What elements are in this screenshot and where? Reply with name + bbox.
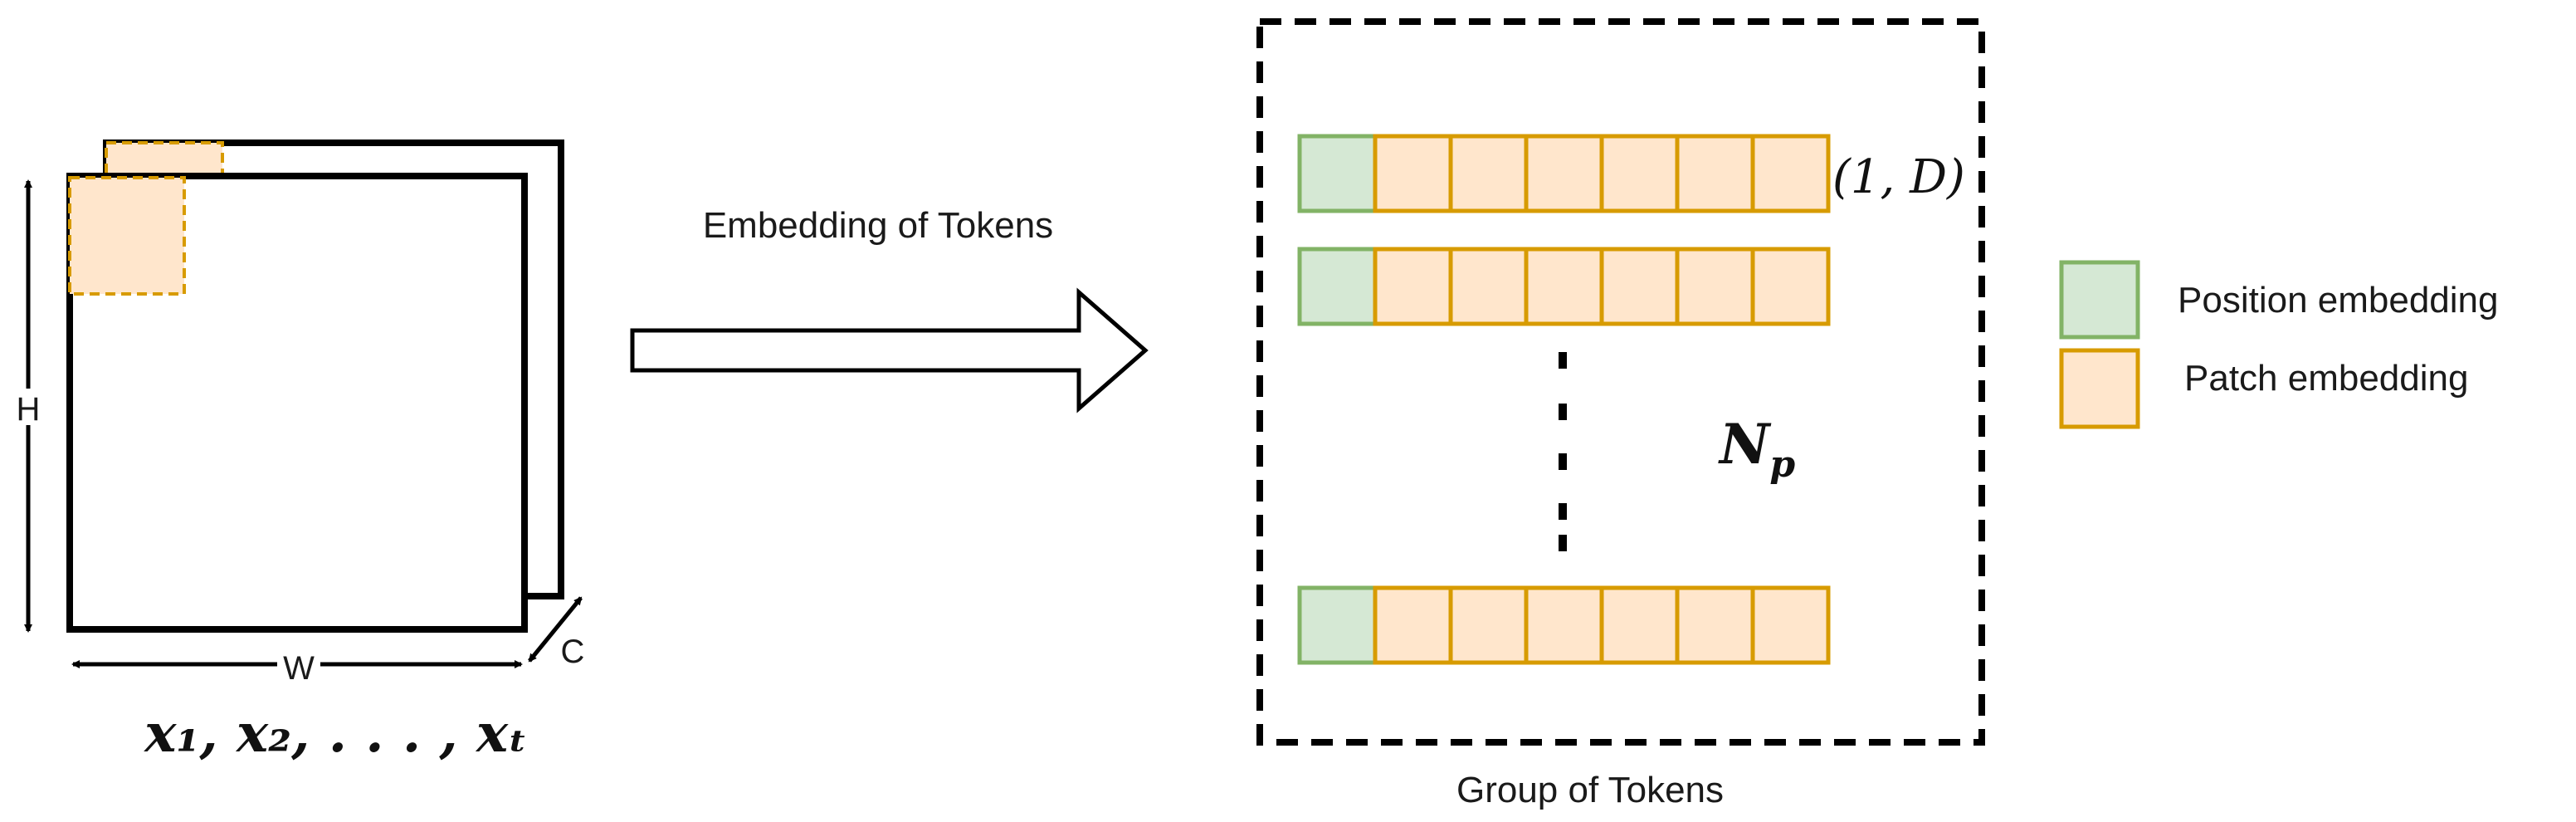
patch-embedding-cell [1599, 585, 1680, 665]
patch-embedding-cell [1675, 134, 1755, 213]
embedding-caption: Embedding of Tokens [703, 205, 1053, 246]
height-label: H [17, 391, 41, 428]
patch-embedding-cell [1373, 134, 1453, 213]
image-stack [66, 139, 564, 633]
token-group-box [1256, 18, 1985, 746]
patch-embedding-cell [1448, 134, 1529, 213]
image-patch-front [68, 176, 186, 296]
token-row [1297, 134, 1831, 213]
patch-embedding-cell [1524, 134, 1604, 213]
embedding-arrow [630, 287, 1149, 413]
patch-embedding-cell [1524, 247, 1604, 326]
patch-embedding-cell [1373, 585, 1453, 665]
channel-arrow [528, 596, 583, 663]
legend-label-patch: Patch embedding [2184, 358, 2468, 399]
group-caption: Group of Tokens [1456, 770, 1724, 810]
legend: Position embedding Patch embedding [2059, 260, 2498, 429]
position-embedding-cell [1297, 247, 1378, 326]
token-row [1297, 247, 1831, 326]
patch-embedding-cell [1675, 585, 1755, 665]
position-embedding-cell [1297, 134, 1378, 213]
patch-embedding-cell [1750, 585, 1831, 665]
patch-embedding-cell [1675, 247, 1755, 326]
patch-embedding-cell [1750, 247, 1831, 326]
patch-embedding-cell [1373, 247, 1453, 326]
patch-embedding-cell [1599, 134, 1680, 213]
patch-embedding-cell [1448, 247, 1529, 326]
legend-swatch-patch [2059, 348, 2140, 429]
patch-embedding-cell [1448, 585, 1529, 665]
token-count-base: N [1718, 412, 1772, 477]
patch-embedding-cell [1599, 247, 1680, 326]
patch-embedding-cell [1524, 585, 1604, 665]
width-label: W [283, 650, 315, 687]
vertical-ellipsis [1559, 352, 1567, 551]
patch-embedding-cell [1750, 134, 1831, 213]
legend-label-position: Position embedding [2178, 280, 2498, 320]
legend-swatch-position [2059, 260, 2140, 340]
token-row [1297, 585, 1831, 665]
token-rows [1297, 134, 1831, 665]
channel-label: C [561, 634, 585, 670]
token-shape-label: (1, D) [1832, 150, 1965, 204]
sequence-formula: x₁, x₂, . . . , xₜ [143, 702, 528, 765]
position-embedding-cell [1297, 585, 1378, 665]
image-patch-back [105, 141, 224, 178]
token-count-label: Np [1718, 412, 1795, 486]
token-count-sub: p [1769, 443, 1795, 486]
